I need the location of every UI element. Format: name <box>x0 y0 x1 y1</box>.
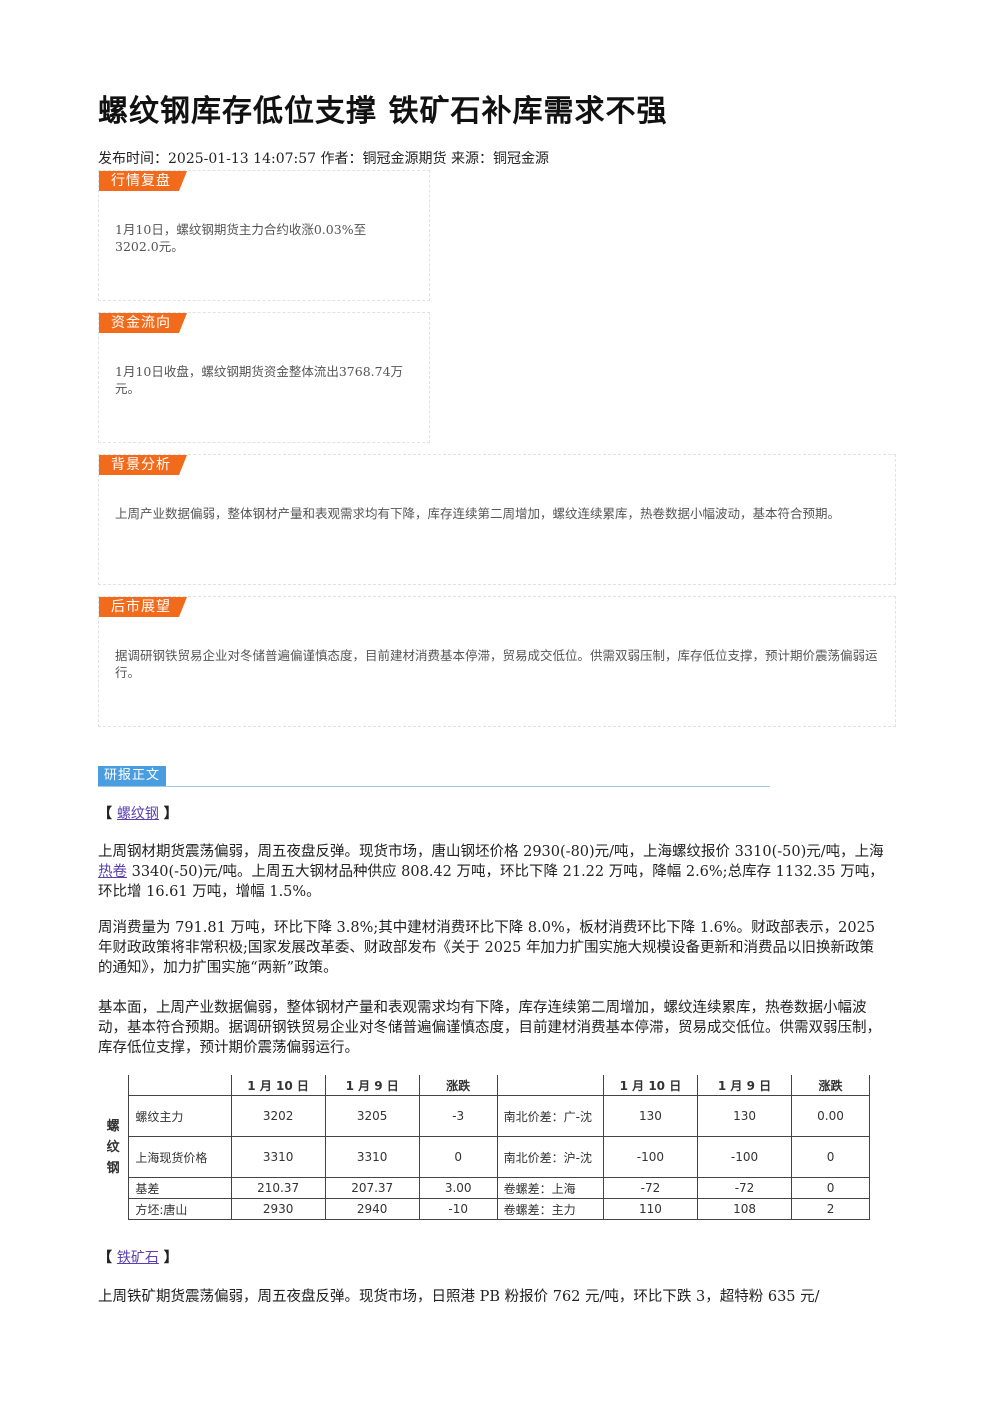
table-header <box>128 1075 232 1096</box>
table-cell: 南北价差：沪-沈 <box>496 1136 604 1178</box>
table-cell: -100 <box>696 1136 793 1178</box>
table-cell: -3 <box>418 1095 498 1137</box>
table-cell: 卷螺差：上海 <box>496 1177 604 1199</box>
market-review-box: 行情复盘 1月10日，螺纹钢期货主力合约收涨0.03%至3202.0元。 <box>98 170 430 301</box>
rebar-p1-text-a: 上周钢材期货震荡偏弱，周五夜盘反弹。现货市场，唐山钢坯价格 2930(-80)元… <box>98 844 884 860</box>
market-review-tag: 行情复盘 <box>99 171 187 191</box>
fund-flow-box: 资金流向 1月10日收盘，螺纹钢期货资金整体流出3768.74万元。 <box>98 312 430 443</box>
rebar-link[interactable]: 螺纹钢 <box>116 806 159 822</box>
outlook-box: 后市展望 据调研钢铁贸易企业对冬储普遍偏谨慎态度，目前建材消费基本停滞，贸易成交… <box>98 596 896 727</box>
rebar-paragraph-3: 基本面，上周产业数据偏弱，整体钢材产量和表观需求均有下降，库存连续第二周增加，螺… <box>98 1000 881 1056</box>
background-text: 上周产业数据偏弱，整体钢材产量和表观需求均有下降，库存连续第二周增加，螺纹连续累… <box>115 506 841 521</box>
table-header-row: 螺 纹 钢 1 月 10 日 1 月 9 日 涨跌 1 月 10 日 1 月 9… <box>98 1075 870 1176</box>
table-header: 涨跌 <box>418 1075 498 1096</box>
outlook-text: 据调研钢铁贸易企业对冬储普遍偏谨慎态度，目前建材消费基本停滞，贸易成交低位。供需… <box>115 648 878 680</box>
rebar-price-table: 螺 纹 钢 1 月 10 日 1 月 9 日 涨跌 1 月 10 日 1 月 9… <box>98 1075 870 1220</box>
table-cell: 螺纹主力 <box>128 1095 232 1137</box>
table-cell: 0.00 <box>791 1095 870 1137</box>
table-cell: -72 <box>602 1177 698 1199</box>
rebar-heading: 【 螺纹钢 】 <box>98 803 178 823</box>
table-header: 涨跌 <box>791 1075 870 1096</box>
rebar-p1-text-b: 3340(-50)元/吨。上周五大钢材品种供应 808.42 万吨，环比下降 2… <box>98 864 884 900</box>
fund-flow-text: 1月10日收盘，螺纹钢期货资金整体流出3768.74万元。 <box>115 364 404 396</box>
table-row: 方坯:唐山 2930 2940 -10 卷螺差：主力 110 108 2 <box>98 1198 870 1220</box>
table-cell: 130 <box>696 1095 793 1137</box>
outlook-tag: 后市展望 <box>99 597 187 617</box>
report-section-tag: 研报正文 <box>98 766 167 786</box>
table-cell: 上海现货价格 <box>128 1136 232 1178</box>
table-cell: 2940 <box>324 1198 420 1220</box>
table-cell: 3.00 <box>418 1177 498 1199</box>
table-row: 上海现货价格 3310 3310 0 南北价差：沪-沈 -100 -100 0 <box>98 1136 870 1178</box>
table-cell: 卷螺差：主力 <box>496 1198 604 1220</box>
table-cell: 0 <box>791 1177 870 1199</box>
table-cell: 南北价差：广-沈 <box>496 1095 604 1137</box>
table-side-label: 螺 纹 钢 <box>106 1118 120 1176</box>
iron-ore-heading: 【 铁矿石 】 <box>98 1247 178 1267</box>
report-section-bar: 研报正文 <box>98 766 770 787</box>
bracket-open: 【 <box>98 806 112 822</box>
bracket-open: 【 <box>98 1250 112 1266</box>
table-header: 1 月 9 日 <box>696 1075 793 1096</box>
table-cell: 方坯:唐山 <box>128 1198 232 1220</box>
rebar-paragraph-1: 上周钢材期货震荡偏弱，周五夜盘反弹。现货市场，唐山钢坯价格 2930(-80)元… <box>98 842 888 902</box>
article-meta: 发布时间：2025-01-13 14:07:57 作者：铜冠金源期货 来源：铜冠… <box>98 151 549 167</box>
table-cell: -100 <box>602 1136 698 1178</box>
table-header: 1 月 10 日 <box>230 1075 326 1096</box>
hot-coil-link[interactable]: 热卷 <box>98 864 127 880</box>
table-cell: 3202 <box>230 1095 326 1137</box>
fund-flow-tag: 资金流向 <box>99 313 187 333</box>
table-cell: -72 <box>696 1177 793 1199</box>
table-cell: 3310 <box>324 1136 420 1178</box>
table-cell: 0 <box>791 1136 870 1178</box>
table-cell: 110 <box>602 1198 698 1220</box>
table-cell: -10 <box>418 1198 498 1220</box>
iron-ore-paragraph-1: 上周铁矿期货震荡偏弱，周五夜盘反弹。现货市场，日照港 PB 粉报价 762 元/… <box>98 1289 820 1305</box>
bracket-close: 】 <box>163 1250 178 1266</box>
table-header: 1 月 9 日 <box>324 1075 420 1096</box>
table-row: 基差 210.37 207.37 3.00 卷螺差：上海 -72 -72 0 <box>98 1177 870 1199</box>
article-title: 螺纹钢库存低位支撑 铁矿石补库需求不强 <box>98 94 668 129</box>
bracket-close: 】 <box>163 806 178 822</box>
table-cell: 108 <box>696 1198 793 1220</box>
table-cell: 0 <box>418 1136 498 1178</box>
table-row: 螺纹主力 3202 3205 -3 南北价差：广-沈 130 130 0.00 <box>98 1095 870 1137</box>
table-cell: 2 <box>791 1198 870 1220</box>
rebar-paragraph-2: 周消费量为 791.81 万吨，环比下降 3.8%;其中建材消费环比下降 8.0… <box>98 920 876 976</box>
iron-ore-link[interactable]: 铁矿石 <box>116 1250 159 1266</box>
table-header <box>496 1075 604 1096</box>
market-review-text: 1月10日，螺纹钢期货主力合约收涨0.03%至3202.0元。 <box>115 222 367 254</box>
table-cell: 210.37 <box>230 1177 326 1199</box>
table-cell: 3205 <box>324 1095 420 1137</box>
table-cell: 2930 <box>230 1198 326 1220</box>
table-cell: 207.37 <box>324 1177 420 1199</box>
table-cell: 130 <box>602 1095 698 1137</box>
background-box: 背景分析 上周产业数据偏弱，整体钢材产量和表观需求均有下降，库存连续第二周增加，… <box>98 454 896 585</box>
background-tag: 背景分析 <box>99 455 187 475</box>
table-header: 1 月 10 日 <box>602 1075 698 1096</box>
table-cell: 3310 <box>230 1136 326 1178</box>
table-cell: 基差 <box>128 1177 232 1199</box>
